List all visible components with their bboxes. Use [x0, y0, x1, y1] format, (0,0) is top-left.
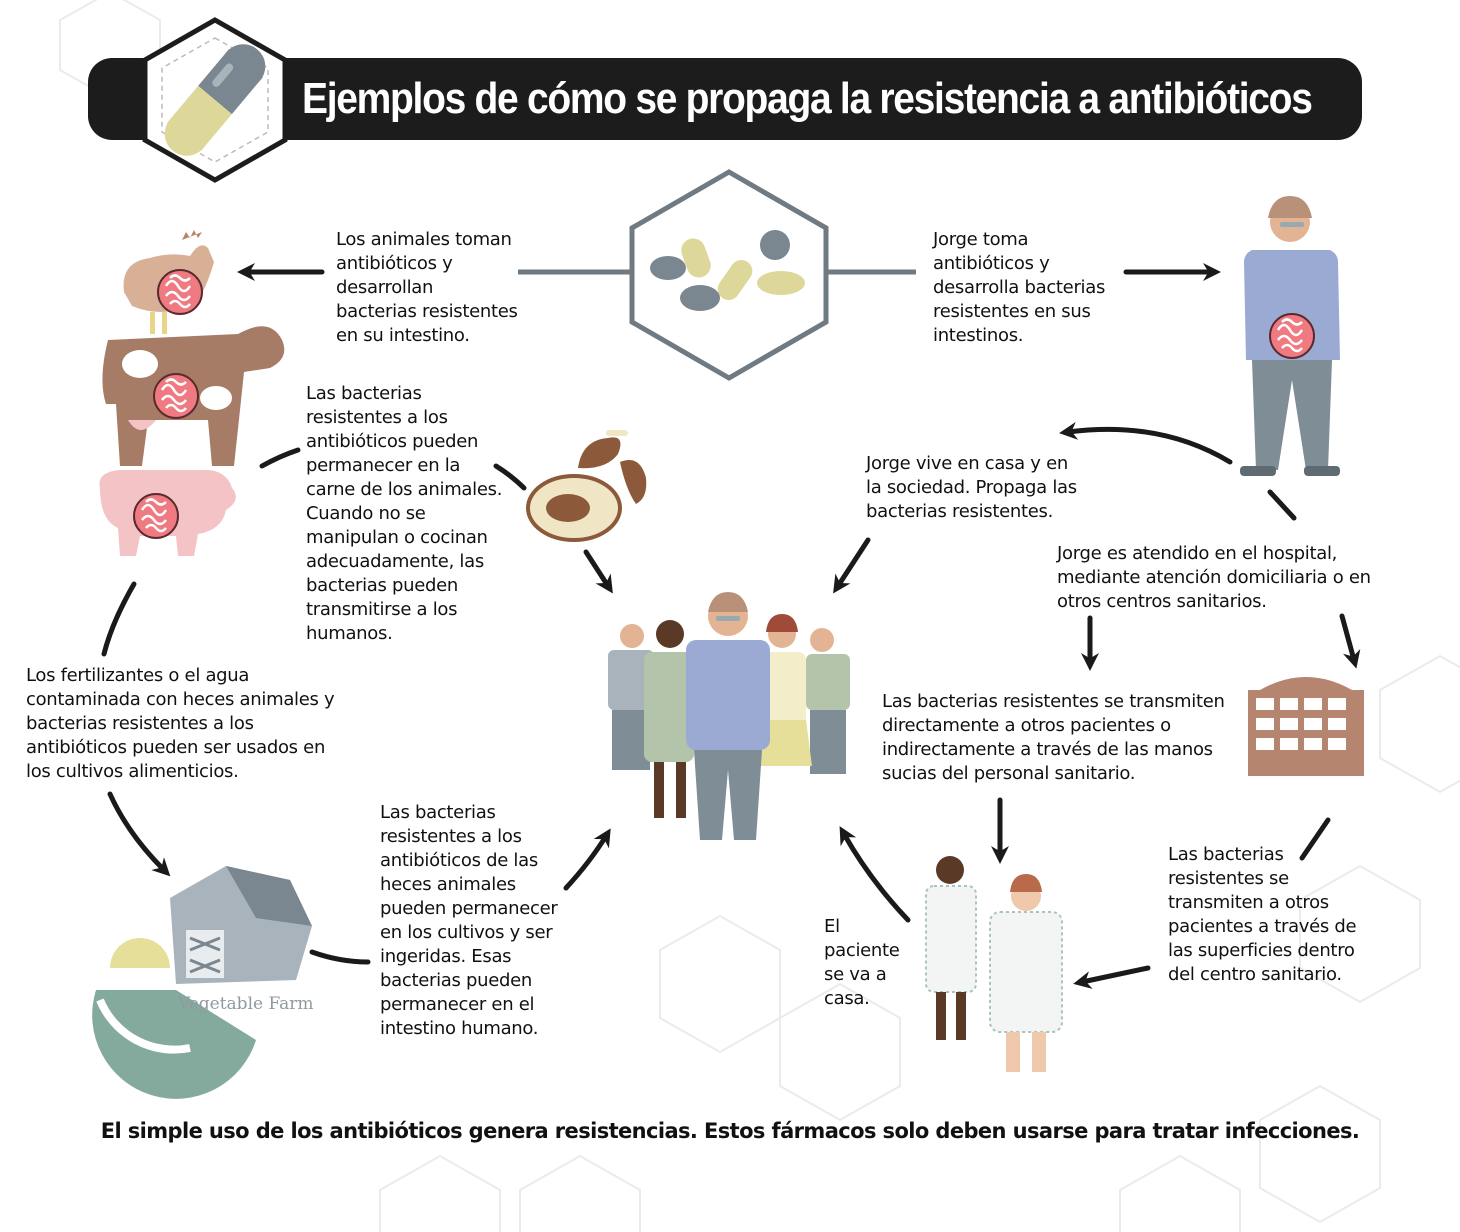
meat-icon — [526, 430, 647, 542]
pill-capsule-icon — [142, 17, 288, 183]
text-animals-take: Los animales toman antibióticos y desarr… — [336, 229, 518, 346]
cow-icon — [102, 326, 285, 466]
text-meat: Las bacterias resistentes a los antibiót… — [306, 383, 503, 644]
text-jorge-hospital: Jorge es atendido en el hospital, median… — [1057, 543, 1371, 612]
title-bar — [88, 58, 1362, 140]
text-jorge-home: Jorge vive en casa y en la sociedad. Pro… — [866, 453, 1077, 522]
text-fertilizers: Los fertilizantes o el agua contaminada … — [26, 665, 335, 782]
jorge-icon — [1240, 196, 1340, 476]
hospital-icon — [1248, 677, 1364, 776]
chicken-icon — [123, 230, 214, 334]
patients-icon — [925, 856, 1063, 1072]
footer-note: El simple uso de los antibióticos genera… — [100, 1119, 1360, 1143]
text-crops: Las bacterias resistentes a los antibiót… — [380, 802, 558, 1039]
text-patient-home: El paciente se va a casa. — [824, 916, 900, 1009]
pig-icon — [99, 469, 236, 556]
farm-label: Vegetable Farm — [178, 994, 314, 1014]
text-surfaces: Las bacterias resistentes se transmiten … — [1168, 844, 1357, 985]
pills-hexagon-icon — [629, 169, 829, 381]
farm-icon — [92, 866, 312, 1099]
text-direct-transmit: Las bacterias resistentes se transmiten … — [882, 691, 1225, 784]
crowd-icon — [608, 592, 850, 840]
text-jorge-takes: Jorge toma antibióticos y desarrolla bac… — [933, 229, 1106, 346]
page-title: Ejemplos de cómo se propaga la resistenc… — [302, 75, 1313, 124]
